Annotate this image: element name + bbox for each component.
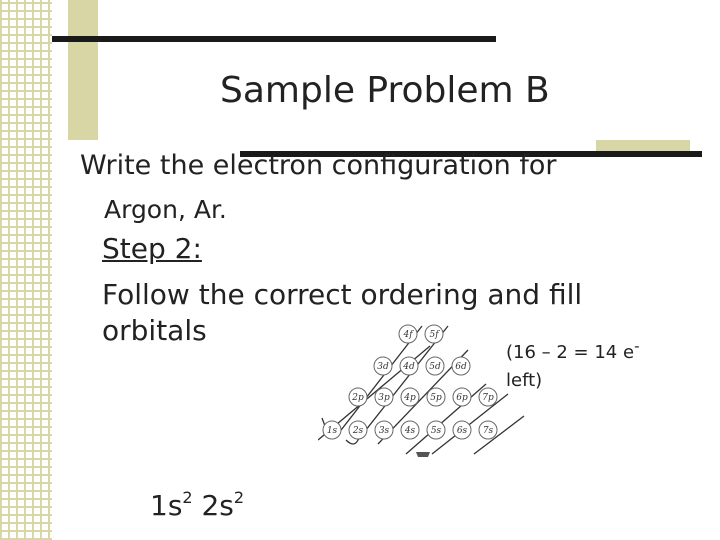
orbital-label: 3p xyxy=(378,393,390,403)
title-rule xyxy=(240,151,702,157)
orbital-label: 1s xyxy=(327,426,338,436)
orbital-bubble: 6p xyxy=(452,387,472,407)
orbital-bubble: 7s xyxy=(478,420,498,440)
orbital-label: 5d xyxy=(429,362,441,372)
orbital-row-4: 1s 2s 3s 4s 5s 6s 7s xyxy=(322,420,498,440)
aufbau-diagram: 4f 5f 3d 4d 5d 6d 2p 3p 4p 5p 6p 7p 1s 2… xyxy=(318,324,525,457)
prompt-line-1: Write the electron configuration for xyxy=(80,150,557,181)
orbital-bubble: 3d xyxy=(373,356,393,376)
note-line-1: (16 – 2 = 14 e xyxy=(506,342,635,363)
orbital-label: 5f xyxy=(429,330,440,340)
orbital-bubble: 2s xyxy=(348,420,368,440)
orbital-bubble: 4s xyxy=(400,420,420,440)
diagram-base-mark xyxy=(416,452,430,457)
remaining-electrons-note: (16 – 2 = 14 e- left) xyxy=(506,332,639,395)
orbital-bubble: 3p xyxy=(374,387,394,407)
config-2s: 2s xyxy=(192,489,234,522)
orbital-label: 2p xyxy=(351,393,364,403)
orbital-label: 7s xyxy=(483,426,494,436)
orbital-label: 6s xyxy=(457,426,468,436)
config-2s-superscript: 2 xyxy=(233,488,245,507)
config-1s-superscript: 2 xyxy=(182,488,193,507)
orbital-label: 4f xyxy=(402,330,414,340)
orbital-label: 4d xyxy=(402,362,415,372)
instruction-line-1: Follow the correct ordering and fill xyxy=(102,278,583,311)
note-superscript: - xyxy=(634,337,640,355)
orbital-bubble: 7p xyxy=(478,387,498,407)
orbital-bubble: 6s xyxy=(452,420,472,440)
orbital-label: 4p xyxy=(403,393,416,403)
orbital-label: 2s xyxy=(352,426,364,436)
orbital-bubble: 5d xyxy=(425,356,445,376)
orbital-bubble: 4d xyxy=(399,356,419,376)
orbital-row-7: 4f 5f xyxy=(398,324,444,344)
decorative-stripes xyxy=(0,0,52,540)
orbital-row-5: 2p 3p 4p 5p 6p 7p xyxy=(348,387,498,407)
orbital-bubble: 5f xyxy=(424,324,444,344)
orbital-label: 3s xyxy=(379,426,390,436)
orbital-bubble: 1s xyxy=(322,420,342,440)
orbital-label: 5s xyxy=(431,426,442,436)
instruction-line-2: orbitals xyxy=(102,314,207,347)
orbital-label: 3d xyxy=(377,362,389,372)
orbital-bubble: 6d xyxy=(451,356,471,376)
prompt-line-2: Argon, Ar. xyxy=(104,195,227,224)
orbital-label: 6p xyxy=(456,393,468,403)
orbital-label: 6d xyxy=(455,362,467,372)
orbital-bubble: 4f xyxy=(398,324,418,344)
orbital-row-6: 3d 4d 5d 6d xyxy=(373,356,471,376)
orbital-bubble: 5p xyxy=(426,387,446,407)
slide-title: Sample Problem B xyxy=(220,70,550,111)
orbital-label: 4s xyxy=(404,426,416,436)
electron-configuration: 1s2 2s2 xyxy=(150,488,244,522)
orbital-label: 7p xyxy=(482,393,494,403)
top-rule xyxy=(52,36,496,42)
note-line-2: left) xyxy=(506,370,543,391)
config-1s: 1s xyxy=(150,489,183,522)
orbital-bubble: 3s xyxy=(374,420,394,440)
decorative-block-top xyxy=(68,0,98,140)
step-label: Step 2: xyxy=(102,232,202,265)
orbital-label: 5p xyxy=(430,393,442,403)
orbital-bubble: 5s xyxy=(426,420,446,440)
orbital-bubble: 4p xyxy=(400,387,420,407)
orbital-bubble: 2p xyxy=(348,387,368,407)
